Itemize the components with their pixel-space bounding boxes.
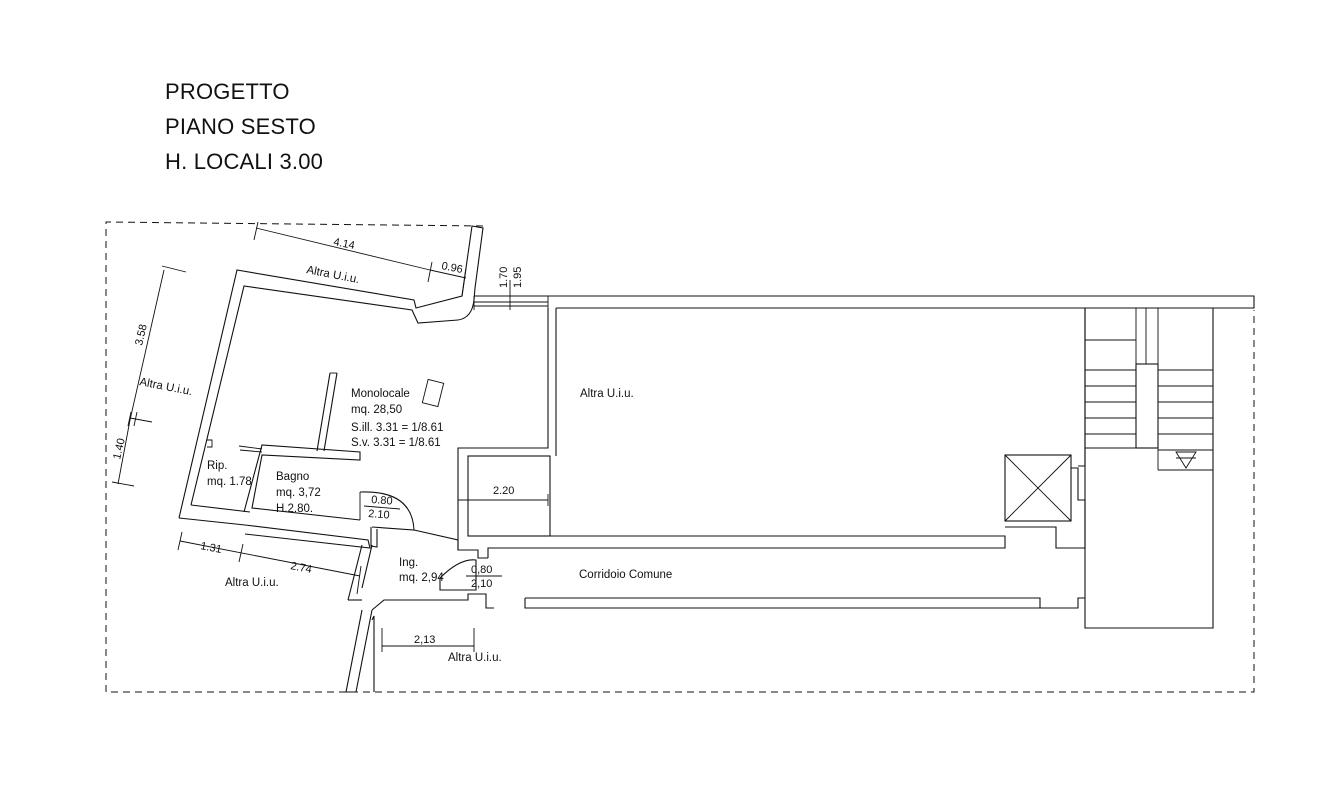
building-walls (457, 280, 1255, 629)
dimension-lines (111, 221, 549, 652)
room-ing-name: Ing. (399, 557, 418, 569)
title-room-height: H. LOCALI 3.00 (165, 149, 324, 174)
room-bagno-area: mq. 3,72 (276, 487, 321, 499)
label-neighbour-bottom: Altra U.i.u. (448, 652, 502, 664)
dim-0-96: 0.96 (440, 260, 463, 276)
dim-1-31: 1.31 (199, 540, 222, 556)
room-ing-area: mq. 2,94 (399, 572, 444, 584)
room-rip-name: Rip. (207, 460, 227, 472)
dim-1-40: 1.40 (111, 437, 128, 461)
room-corridoio-name: Corridoio Comune (579, 569, 672, 581)
door-ing-width: 0,80 (471, 564, 492, 576)
property-boundary (105, 221, 1255, 693)
room-monolocale-sill: S.ill. 3.31 = 1/8.61 (351, 422, 443, 434)
door-ing-height: 2,10 (471, 578, 492, 590)
apartment-walls (178, 225, 494, 693)
dim-2-74: 2.74 (289, 560, 312, 576)
dim-2-13: 2,13 (414, 634, 435, 646)
dim-1-95: 1.95 (512, 267, 524, 288)
label-neighbour-left: Altra U.i.u. (138, 376, 193, 398)
room-monolocale-area: mq. 28,50 (351, 404, 402, 416)
room-bagno-height: H.2.80. (276, 503, 313, 515)
dim-1-70: 1.70 (498, 267, 510, 288)
room-bagno-name: Bagno (276, 471, 309, 483)
room-rip-area: mq. 1.78 (207, 476, 252, 488)
dim-3-58: 3.58 (133, 323, 150, 347)
label-neighbour-center: Altra U.i.u. (580, 388, 634, 400)
room-monolocale-sv: S.v. 3.31 = 1/8.61 (351, 437, 441, 449)
label-neighbour-bottom-left: Altra U.i.u. (225, 577, 279, 589)
title-progetto: PROGETTO (165, 79, 290, 104)
door-bagno-height: 2.10 (368, 508, 390, 521)
title-floor: PIANO SESTO (165, 114, 316, 139)
door-bagno-width: 0.80 (371, 494, 393, 507)
dim-4-14: 4.14 (332, 236, 355, 252)
room-monolocale-name: Monolocale (351, 388, 410, 400)
dim-2-20: 2.20 (493, 485, 514, 497)
